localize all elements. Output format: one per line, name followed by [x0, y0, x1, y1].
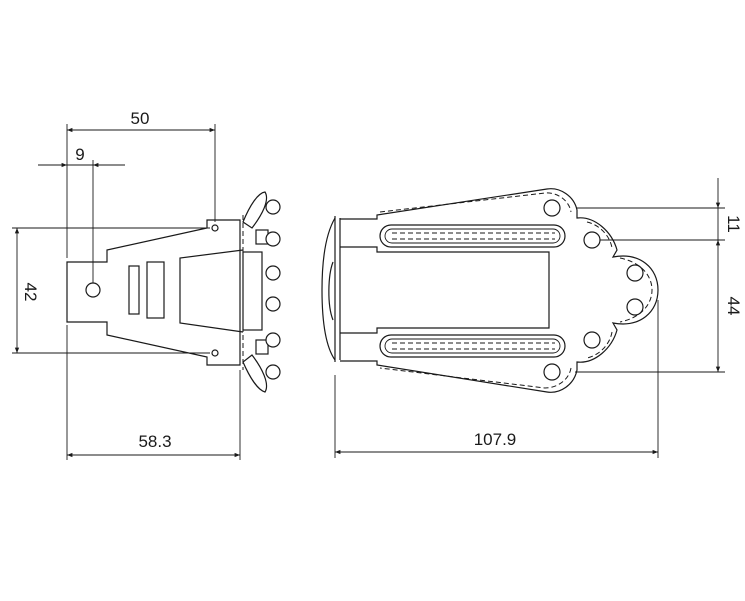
- dimension-label: 107.9: [474, 430, 517, 449]
- dimension-9: 9: [38, 145, 125, 283]
- dimension-50: 50: [66, 109, 216, 258]
- side-view: 50 9 42 58.3: [12, 109, 281, 460]
- small-hole-bottom: [211, 349, 219, 357]
- slot-wide: [146, 261, 165, 319]
- front-view: 11 44 107.9: [321, 178, 743, 458]
- terminal-holes: [543, 199, 644, 381]
- side-plate: [66, 219, 244, 366]
- dimension-107-9: 107.9: [334, 300, 659, 458]
- dimension-label: 9: [75, 145, 84, 164]
- dimension-44: 44: [575, 240, 743, 373]
- dimension-11: 11: [577, 178, 743, 241]
- front-flange: [321, 216, 341, 362]
- mounting-hole: [85, 282, 101, 298]
- dimension-label: 58.3: [138, 432, 171, 451]
- dimension-label: 50: [131, 109, 150, 128]
- dimension-label: 42: [21, 283, 40, 302]
- dimension-42: 42: [12, 227, 210, 354]
- terminal-block: [242, 191, 281, 393]
- slot-top: [379, 224, 566, 248]
- dimension-label: 11: [724, 215, 743, 233]
- slot-bottom: [379, 334, 566, 358]
- dimension-58-3: 58.3: [66, 325, 241, 460]
- front-bracket: [340, 188, 659, 393]
- slot-narrow: [128, 265, 140, 315]
- small-hole-top: [211, 224, 219, 232]
- dimension-label: 44: [724, 297, 743, 316]
